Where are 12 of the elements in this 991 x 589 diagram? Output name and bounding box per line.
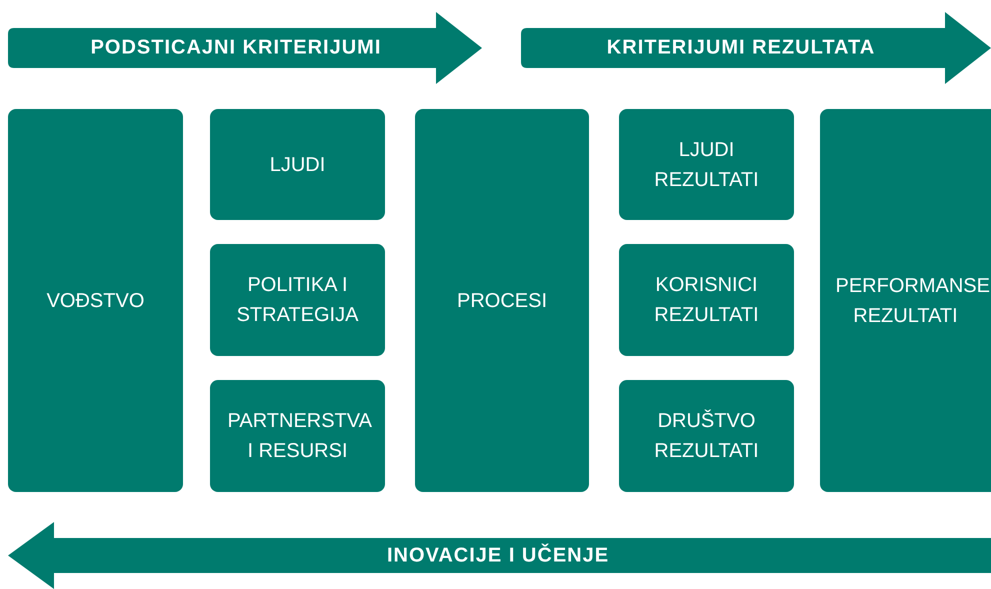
criterion-box: PARTNERSTVA I RESURSI [210, 380, 385, 492]
criterion-box: LJUDI REZULTATI [619, 109, 794, 220]
criterion-box: PERFORMANSE REZULTATI [820, 109, 991, 492]
arrow-label: INOVACIJE I UČENJE [386, 544, 610, 567]
criterion-box: VOĐSTVO [8, 109, 183, 492]
criterion-box: LJUDI [210, 109, 385, 220]
arrow-label: PODSTICAJNI KRITERIJUMI [90, 36, 382, 60]
criterion-box: DRUŠTVO REZULTATI [619, 380, 794, 492]
criterion-box: PROCESI [415, 109, 589, 492]
arrow-label: KRITERIJUMI REZULTATA [606, 36, 876, 60]
criterion-box: KORISNICI REZULTATI [619, 244, 794, 356]
criterion-box: POLITIKA I STRATEGIJA [210, 244, 385, 356]
